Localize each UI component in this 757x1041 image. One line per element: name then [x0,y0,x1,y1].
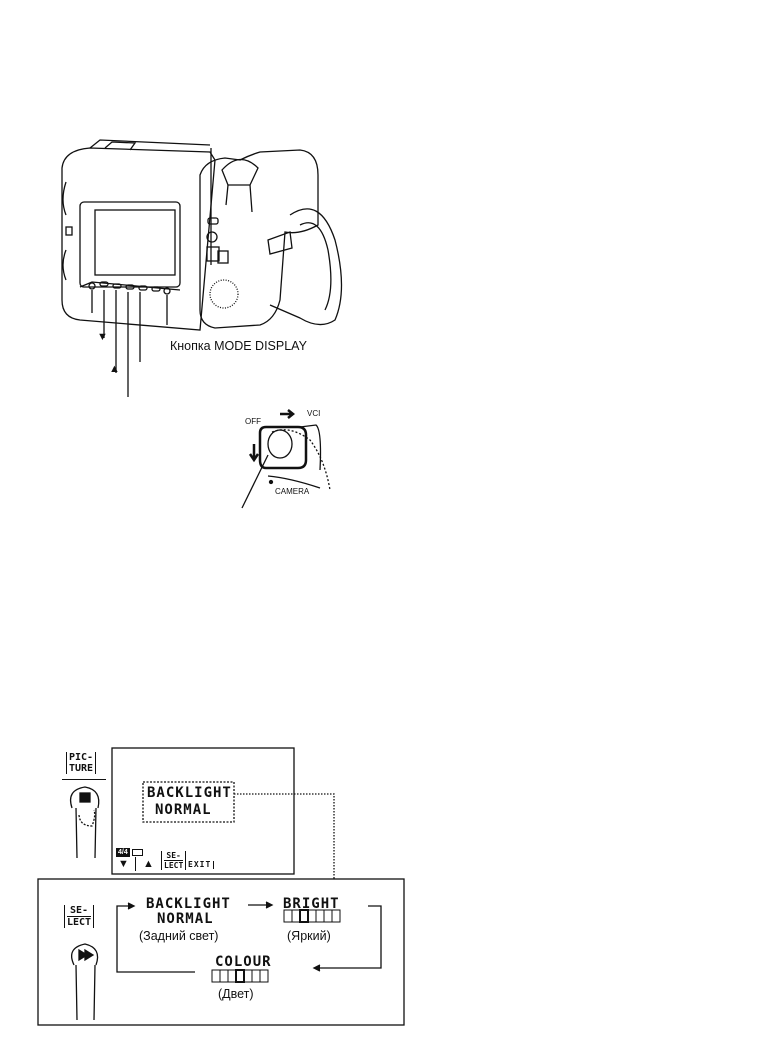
select-label-line1: SE- [70,905,89,916]
cycle-colour-caption: (Двет) [218,987,254,1001]
cycle-bright-label: BRIGHT [283,896,340,912]
softkey-select: SE- LECT [161,851,187,870]
power-switch-illustration [241,409,331,509]
screen-item-line2: NORMAL [155,802,212,818]
cycle-bright-caption: (Яркий) [287,929,331,943]
softkey-select-line2: LECT [164,860,184,870]
softkey-exit: EXIT [188,861,215,869]
picture-label-line1: PIC- [69,752,94,763]
picture-label-underline [62,779,106,780]
select-button-label: SE- LECT [64,905,95,928]
switch-camera-label: CAMERA [275,487,310,496]
down-button-symbol: ▼ [97,331,108,343]
switch-vcr-label: VCI [307,409,321,418]
up-button-symbol: ▲ [109,363,120,375]
picture-label-line2: TURE [69,763,94,774]
cycle-backlight-line2: NORMAL [157,911,214,927]
softkey-down: ▼ [118,858,129,870]
picture-button-label: PIC- TURE [66,752,97,774]
cycle-backlight-line1: BACKLIGHT [146,896,231,912]
switch-off-label: OFF [245,417,261,426]
cycle-colour-label: COLOUR [215,954,272,970]
colour-level-bar [211,969,269,983]
softkey-up: ▲ [143,858,154,870]
mode-display-button-label: Кнопка MODE DISPLAY [170,339,307,353]
camcorder-illustration [61,139,343,397]
softkey-divider [135,857,136,871]
picture-menu-diagram [37,747,405,1026]
select-label-line2: LECT [67,916,92,928]
cycle-backlight-caption: (Задний свет) [139,929,219,943]
battery-icon [132,849,143,856]
tape-badge: 4/4 [116,848,130,857]
softkey-select-line1: SE- [166,851,181,860]
bright-level-bar [283,909,341,923]
screen-item-line1: BACKLIGHT [147,785,232,801]
